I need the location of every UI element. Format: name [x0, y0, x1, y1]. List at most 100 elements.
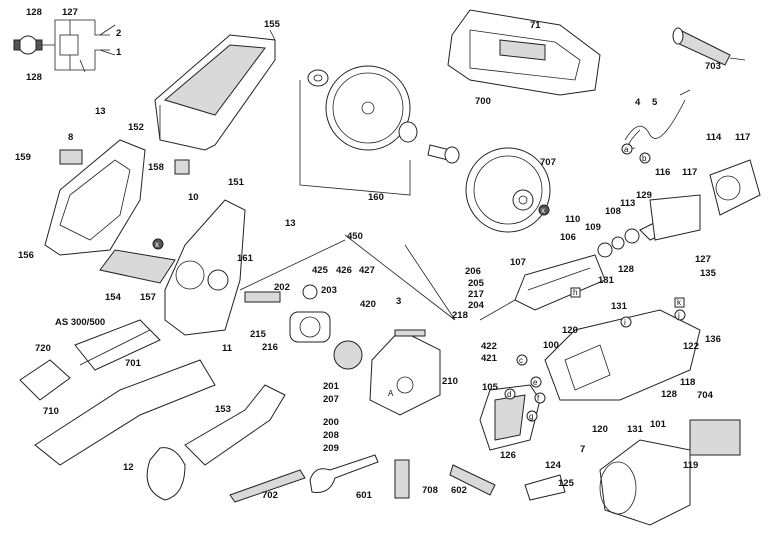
- label-2: 2: [116, 28, 121, 39]
- label-105: 105: [482, 382, 499, 393]
- wiring-schematic: [13, 19, 116, 73]
- label-11: 11: [222, 343, 233, 354]
- callout-b-1: b: [642, 154, 647, 163]
- label-208: 208: [323, 430, 339, 441]
- label-700: 700: [475, 96, 491, 107]
- label-100: 100: [543, 340, 559, 351]
- label-1: 1: [116, 47, 122, 58]
- accessory-parts: [229, 454, 566, 503]
- label-420: 420: [360, 299, 376, 310]
- label-128-b: 128: [26, 72, 42, 83]
- label-106: 106: [560, 232, 576, 243]
- callout-i-1: i: [624, 318, 626, 327]
- label-707: 707: [540, 157, 556, 168]
- label-156: 156: [18, 250, 34, 261]
- label-710: 710: [43, 406, 59, 417]
- label-703: 703: [705, 61, 721, 72]
- label-117-a: 117: [735, 132, 750, 143]
- label-7: 7: [580, 444, 585, 455]
- label-3: 3: [396, 296, 401, 307]
- label-4: 4: [635, 97, 641, 108]
- part-720-adapter: [19, 359, 71, 401]
- label-205: 205: [468, 278, 485, 289]
- part-101-cover: [599, 439, 691, 526]
- label-702: 702: [262, 490, 278, 501]
- label-207: 207: [323, 394, 339, 405]
- label-127-a: 127: [62, 7, 78, 18]
- label-5: 5: [652, 97, 658, 108]
- label-157: 157: [140, 292, 156, 303]
- leader-lines: [239, 29, 456, 321]
- label-128-d: 128: [661, 389, 677, 400]
- label-701: 701: [125, 358, 142, 369]
- part-701-hose: [74, 319, 161, 371]
- part-160-blade-set: [299, 65, 460, 196]
- label-158: 158: [148, 162, 164, 173]
- callout-g-1: g: [529, 412, 533, 421]
- label-120-b: 120: [592, 424, 608, 435]
- part-152-guard: [44, 139, 190, 256]
- part-703-handle: [672, 27, 746, 66]
- part-114-housing: [649, 159, 761, 241]
- callout-x-2: x: [541, 206, 545, 215]
- part-155-cover: [154, 34, 276, 151]
- label-151: 151: [228, 177, 245, 188]
- part-100-motor-housing: [544, 309, 701, 401]
- label-206: 206: [465, 266, 481, 277]
- label-13-a: 13: [95, 106, 106, 117]
- callout-f-1: f: [537, 394, 540, 403]
- label-131-a: 131: [598, 275, 615, 286]
- part-labels: 128 127 128 155 71 700 703 4 5 13 152 8 …: [15, 7, 750, 501]
- label-201: 201: [323, 381, 340, 392]
- part-153-adapter: [184, 384, 286, 466]
- label-116: 116: [655, 167, 670, 178]
- label-131-c: 131: [627, 424, 644, 435]
- label-108: 108: [605, 206, 621, 217]
- label-159: 159: [15, 152, 31, 163]
- part-707-blade: [465, 147, 551, 233]
- label-450: 450: [347, 231, 363, 242]
- label-118: 118: [680, 377, 695, 388]
- label-71: 71: [530, 20, 541, 31]
- label-as-300-500: AS 300/500: [55, 317, 105, 328]
- label-427: 427: [359, 265, 375, 276]
- label-426: 426: [336, 265, 352, 276]
- label-109: 109: [585, 222, 601, 233]
- label-13-b: 13: [285, 218, 296, 229]
- label-425: 425: [312, 265, 329, 276]
- label-704: 704: [697, 390, 714, 401]
- callout-e-1: e: [533, 378, 538, 387]
- part-105-field: [479, 384, 541, 451]
- label-119: 119: [683, 460, 698, 471]
- label-215: 215: [250, 329, 267, 340]
- label-114: 114: [706, 132, 722, 143]
- label-720: 720: [35, 343, 51, 354]
- label-128-a: 128: [26, 7, 42, 18]
- label-136: 136: [705, 334, 721, 345]
- callout-j-1: j: [677, 311, 680, 320]
- callout-h-1: h: [573, 288, 577, 297]
- label-127-b: 127: [695, 254, 711, 265]
- part-710-hose: [34, 359, 216, 466]
- label-10: 10: [188, 192, 199, 203]
- label-120-a: 120: [562, 325, 578, 336]
- label-204: 204: [468, 300, 485, 311]
- label-113: 113: [620, 198, 635, 209]
- label-161: 161: [237, 253, 254, 264]
- part-420-gear-housing: [333, 329, 441, 416]
- label-124: 124: [545, 460, 562, 471]
- label-217: 217: [468, 289, 484, 300]
- label-122: 122: [683, 341, 699, 352]
- label-12: 12: [123, 462, 134, 473]
- callout-x-1: x: [155, 240, 159, 249]
- label-210: 210: [442, 376, 458, 387]
- label-8: 8: [68, 132, 73, 143]
- label-131-b: 131: [611, 301, 628, 312]
- label-209: 209: [323, 443, 339, 454]
- label-152: 152: [128, 122, 144, 133]
- callout-d-1: d: [507, 390, 511, 399]
- label-153: 153: [215, 404, 231, 415]
- label-117-b: 117: [682, 167, 697, 178]
